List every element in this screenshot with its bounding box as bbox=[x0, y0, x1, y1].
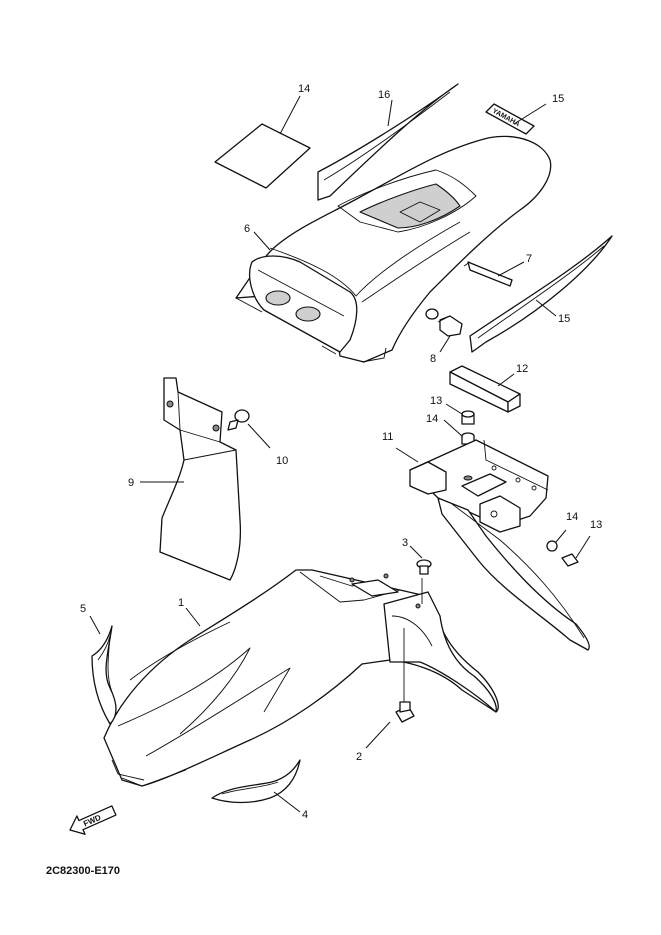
callout-5: 5 bbox=[80, 603, 86, 615]
part-8-bolt bbox=[425, 308, 463, 353]
part-12-pad bbox=[449, 365, 521, 413]
part-3-screw bbox=[409, 545, 432, 604]
diagram-code: 2C82300-E170 bbox=[46, 865, 120, 877]
part-13-14-side-fasteners bbox=[546, 529, 591, 567]
callout-1: 1 bbox=[178, 597, 184, 609]
part-5-decal bbox=[89, 615, 117, 725]
callout-13-side: 13 bbox=[590, 519, 602, 531]
part-2-bolt bbox=[365, 628, 415, 749]
part-13-14-upper-fasteners bbox=[443, 403, 475, 445]
callout-14-side: 14 bbox=[566, 511, 578, 523]
callout-18: 16 bbox=[378, 89, 390, 101]
part-6-rear-fender bbox=[235, 135, 552, 363]
callout-6: 6 bbox=[244, 223, 250, 235]
callout-13-upper: 13 bbox=[430, 395, 442, 407]
callout-labels: 14 16 15 6 7 15 8 12 13 14 10 11 9 14 13… bbox=[80, 83, 602, 821]
callout-9: 9 bbox=[128, 477, 134, 489]
part-11-bracket bbox=[395, 439, 590, 651]
callout-15: 15 bbox=[552, 93, 564, 105]
callout-8: 8 bbox=[430, 353, 436, 365]
callout-10: 10 bbox=[276, 455, 288, 467]
part-7-pin bbox=[463, 261, 525, 287]
callout-4: 4 bbox=[302, 809, 308, 821]
part-18-stripe bbox=[317, 83, 459, 201]
part-16-decal bbox=[214, 95, 311, 189]
part-10-bolt bbox=[227, 409, 271, 449]
callout-2: 2 bbox=[356, 751, 362, 763]
callout-3: 3 bbox=[402, 537, 408, 549]
callout-17: 15 bbox=[558, 313, 570, 325]
callout-11: 11 bbox=[382, 431, 393, 443]
callout-12: 12 bbox=[516, 363, 528, 375]
part-15-emblem: YAMAHA bbox=[485, 103, 547, 135]
callout-14-upper: 14 bbox=[426, 413, 438, 425]
part-4-decal bbox=[211, 759, 301, 813]
callout-7: 7 bbox=[526, 253, 532, 265]
part-1-front-fender bbox=[103, 569, 499, 787]
fwd-arrow: FWD bbox=[69, 805, 117, 835]
callout-16: 14 bbox=[298, 83, 310, 95]
part-17-stripe bbox=[469, 235, 613, 353]
part-9-mudflap bbox=[140, 377, 242, 581]
